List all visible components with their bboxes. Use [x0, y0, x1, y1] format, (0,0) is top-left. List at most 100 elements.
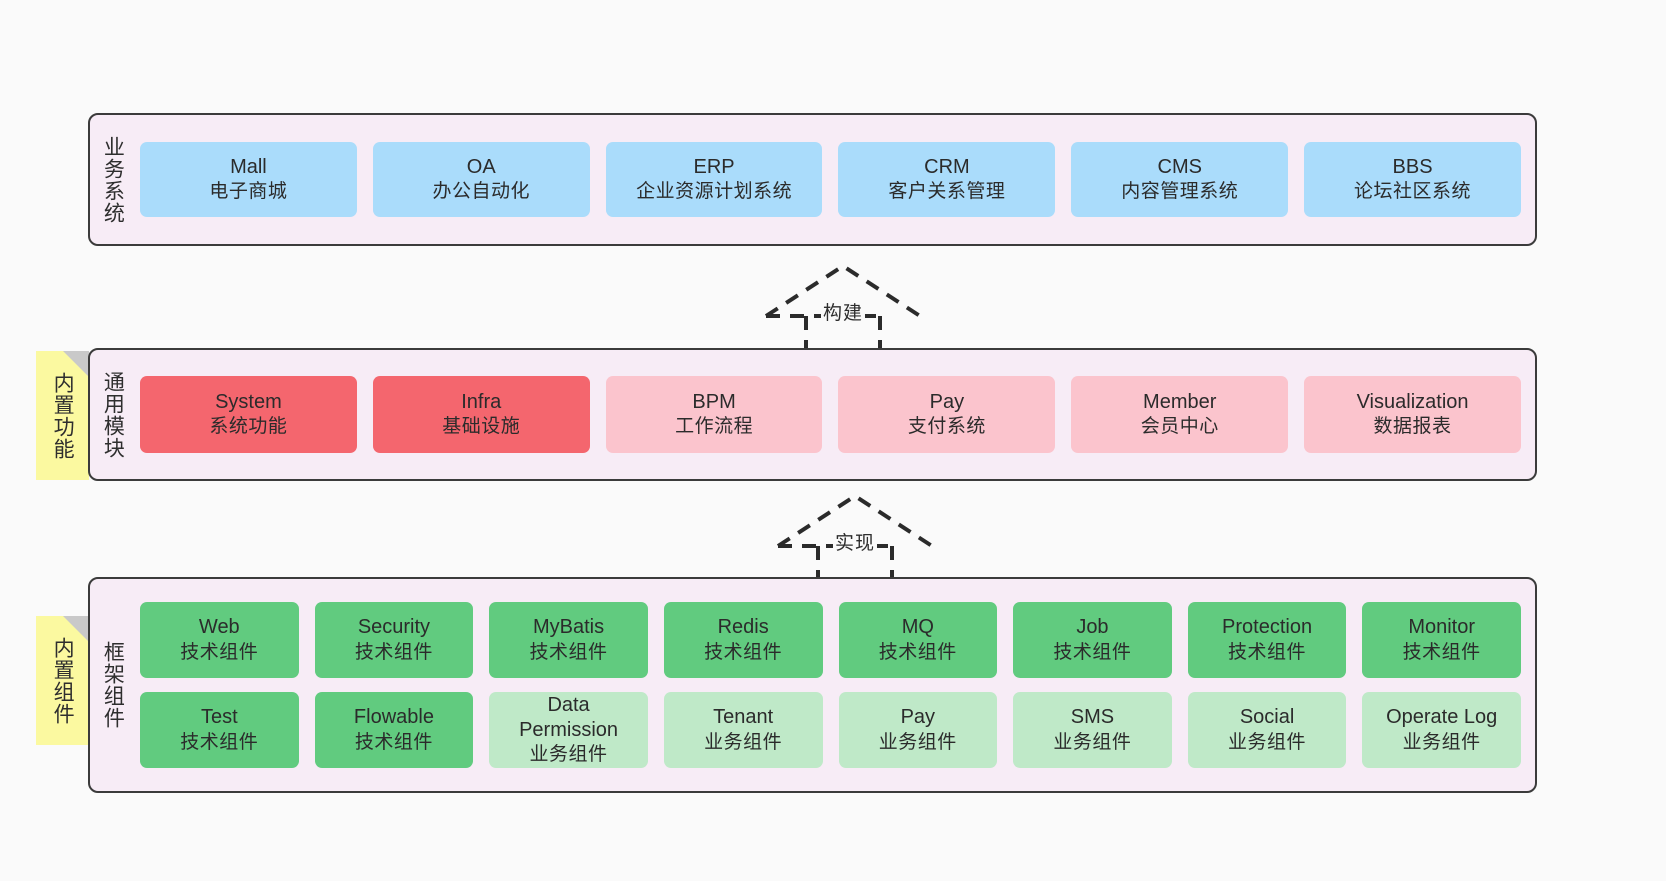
card-web[interactable]: Web 技术组件: [140, 602, 299, 678]
card-subtitle: 电子商城: [209, 181, 288, 203]
layer-body-framework-component: Web 技术组件 Security 技术组件 MyBatis 技术组件 Redi…: [134, 579, 1535, 791]
card-operate-log[interactable]: Operate Log 业务组件: [1362, 692, 1521, 768]
card-subtitle: 技术组件: [180, 641, 259, 663]
card-infra[interactable]: Infra 基础设施: [372, 376, 590, 453]
card-title: Data Permission: [519, 693, 619, 742]
card-redis[interactable]: Redis 技术组件: [663, 602, 823, 678]
card-title: Web: [198, 616, 240, 639]
card-visualization[interactable]: Visualization 数据报表: [1304, 376, 1521, 453]
card-protection[interactable]: Protection 技术组件: [1187, 602, 1347, 678]
card-subtitle: 技术组件: [1053, 641, 1132, 663]
card-subtitle: 业务组件: [529, 744, 608, 766]
card-erp[interactable]: ERP 企业资源计划系统: [605, 142, 823, 217]
card-pay-component[interactable]: Pay 业务组件: [838, 692, 998, 768]
card-subtitle: 客户关系管理: [888, 181, 1006, 203]
card-row: Test 技术组件 Flowable 技术组件 Data Permission …: [140, 692, 1521, 768]
layer-title-business-system: 业务系统: [101, 135, 125, 224]
card-subtitle: 数据报表: [1373, 416, 1452, 438]
card-title: MyBatis: [533, 616, 605, 639]
card-subtitle: 业务组件: [1402, 731, 1481, 753]
card-subtitle: 业务组件: [1053, 731, 1132, 753]
sticky-note-builtin-function[interactable]: 内置功能: [36, 351, 89, 480]
card-tenant[interactable]: Tenant 业务组件: [663, 692, 823, 768]
sticky-note-builtin-component[interactable]: 内置组件: [36, 616, 89, 745]
connector-build: 构建: [758, 258, 928, 354]
layer-common-module[interactable]: 通用模块 System 系统功能 Infra 基础设施 BPM 工作流程 Pay…: [88, 348, 1537, 481]
card-subtitle: 支付系统: [907, 416, 986, 438]
card-title: SMS: [1070, 706, 1115, 729]
card-title: Test: [200, 706, 238, 729]
card-subtitle: 技术组件: [1402, 641, 1481, 663]
card-cms[interactable]: CMS 内容管理系统: [1071, 142, 1289, 217]
card-subtitle: 内容管理系统: [1121, 181, 1239, 203]
card-subtitle: 技术组件: [180, 731, 259, 753]
layer-framework-component[interactable]: 框架组件 Web 技术组件 Security 技术组件 MyBatis 技术组件…: [88, 577, 1537, 793]
card-title: Member: [1143, 390, 1217, 413]
card-sms[interactable]: SMS 业务组件: [1013, 692, 1172, 768]
card-subtitle: 技术组件: [529, 641, 608, 663]
layer-business-system[interactable]: 业务系统 Mall 电子商城 OA 办公自动化 ERP 企业资源计划系统 CRM…: [88, 113, 1537, 246]
card-title: Job: [1076, 616, 1109, 639]
layer-title-framework-component: 框架组件: [101, 641, 125, 729]
card-title: Protection: [1222, 616, 1313, 639]
card-title: Pay: [900, 706, 936, 729]
note-fold-corner-icon: [63, 616, 89, 642]
card-subtitle: 系统功能: [209, 416, 288, 438]
card-subtitle: 企业资源计划系统: [636, 181, 793, 203]
card-row: System 系统功能 Infra 基础设施 BPM 工作流程 Pay 支付系统…: [140, 376, 1521, 453]
card-system[interactable]: System 系统功能: [140, 376, 357, 453]
card-title: Infra: [461, 390, 502, 413]
card-subtitle: 业务组件: [878, 731, 957, 753]
card-title: Visualization: [1356, 390, 1469, 413]
card-subtitle: 技术组件: [1228, 641, 1307, 663]
card-title: Operate Log: [1386, 706, 1498, 729]
card-security[interactable]: Security 技术组件: [314, 602, 474, 678]
card-title: System: [215, 390, 282, 413]
card-row: Web 技术组件 Security 技术组件 MyBatis 技术组件 Redi…: [140, 602, 1521, 678]
sticky-note-label: 内置组件: [51, 636, 75, 725]
connector-implement: 实现: [770, 488, 940, 584]
card-row: Mall 电子商城 OA 办公自动化 ERP 企业资源计划系统 CRM 客户关系…: [140, 142, 1521, 217]
card-bbs[interactable]: BBS 论坛社区系统: [1304, 142, 1521, 217]
card-title: CRM: [924, 155, 970, 178]
layer-body-business-system: Mall 电子商城 OA 办公自动化 ERP 企业资源计划系统 CRM 客户关系…: [134, 115, 1535, 244]
card-pay-module[interactable]: Pay 支付系统: [838, 376, 1056, 453]
note-fold-corner-icon: [63, 351, 89, 377]
card-subtitle: 办公自动化: [432, 181, 530, 203]
card-title: Tenant: [713, 706, 774, 729]
card-title: Flowable: [353, 706, 434, 729]
card-title: Pay: [929, 390, 965, 413]
card-subtitle: 技术组件: [354, 641, 433, 663]
card-subtitle: 业务组件: [704, 731, 783, 753]
layer-title-common-module: 通用模块: [101, 370, 125, 459]
card-subtitle: 工作流程: [675, 416, 754, 438]
card-subtitle: 论坛社区系统: [1354, 181, 1472, 203]
card-title: BBS: [1392, 155, 1433, 178]
card-title: Monitor: [1408, 616, 1476, 639]
card-subtitle: 技术组件: [704, 641, 783, 663]
connector-build-label: 构建: [820, 298, 866, 325]
card-subtitle: 业务组件: [1228, 731, 1307, 753]
connector-implement-label: 实现: [832, 528, 878, 555]
card-title: CMS: [1157, 155, 1202, 178]
card-data-permission[interactable]: Data Permission 业务组件: [489, 692, 648, 768]
card-flowable[interactable]: Flowable 技术组件: [314, 692, 474, 768]
card-oa[interactable]: OA 办公自动化: [372, 142, 590, 217]
card-title: MQ: [901, 616, 934, 639]
card-member[interactable]: Member 会员中心: [1071, 376, 1289, 453]
card-monitor[interactable]: Monitor 技术组件: [1362, 602, 1521, 678]
card-title: Social: [1239, 706, 1295, 729]
card-mybatis[interactable]: MyBatis 技术组件: [489, 602, 648, 678]
card-mall[interactable]: Mall 电子商城: [140, 142, 357, 217]
card-subtitle: 基础设施: [442, 416, 521, 438]
card-subtitle: 技术组件: [878, 641, 957, 663]
card-mq[interactable]: MQ 技术组件: [838, 602, 998, 678]
card-job[interactable]: Job 技术组件: [1013, 602, 1172, 678]
card-title: Security: [357, 616, 431, 639]
card-title: ERP: [693, 155, 735, 178]
card-social[interactable]: Social 业务组件: [1187, 692, 1347, 768]
card-crm[interactable]: CRM 客户关系管理: [838, 142, 1056, 217]
card-bpm[interactable]: BPM 工作流程: [605, 376, 823, 453]
card-test[interactable]: Test 技术组件: [140, 692, 299, 768]
